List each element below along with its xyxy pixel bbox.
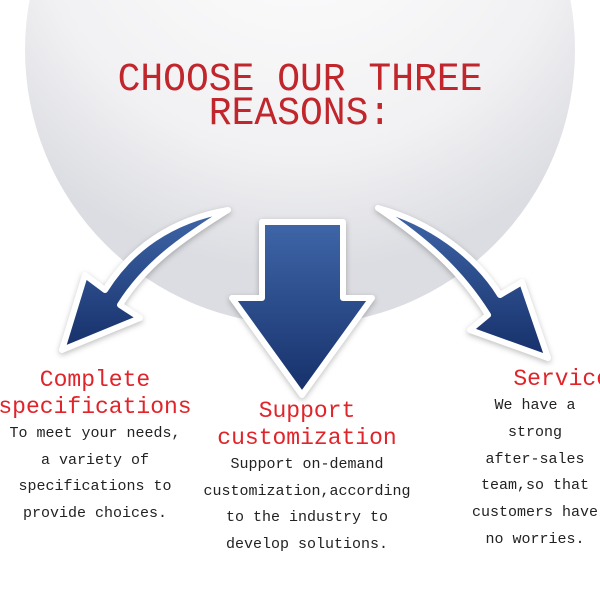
- reason-complete-specifications: Complete specifications To meet your nee…: [0, 367, 200, 528]
- reason-text: after-sales: [485, 450, 585, 468]
- arrow-down-icon: [229, 219, 375, 398]
- reason-text: strong: [507, 423, 562, 441]
- reason-text: Support on-demand: [230, 456, 384, 473]
- reason-text: no worries.: [485, 530, 585, 548]
- arrow-down-right-icon: [375, 205, 551, 361]
- reason-text: customers have: [471, 504, 599, 522]
- page-title: CHOOSE OUR THREE REASONS:: [15, 58, 585, 137]
- reason-text: a variety of: [40, 451, 150, 469]
- reason-text: customization,according: [203, 482, 411, 500]
- reason-text: We have a: [494, 397, 576, 414]
- reason-heading: specifications: [0, 394, 192, 420]
- reason-heading: Complete: [39, 367, 151, 393]
- title-line-2: REASONS:: [208, 92, 392, 137]
- title-line-1: CHOOSE OUR THREE: [117, 58, 483, 103]
- reason-text: specifications to: [18, 478, 172, 496]
- reason-heading: customization: [217, 425, 397, 451]
- reason-text: develop solutions.: [225, 536, 389, 554]
- reason-text: provide choices.: [22, 505, 168, 523]
- reason-support-customization: Support customization Support on-demand …: [197, 398, 417, 559]
- reason-service: Service We have a strong after-sales tea…: [460, 366, 600, 554]
- reason-text: to the industry to: [225, 509, 389, 527]
- reason-heading: Service: [513, 366, 600, 392]
- reason-heading: Support: [258, 398, 356, 424]
- arrow-down-left-icon: [59, 207, 231, 353]
- reason-text: To meet your needs,: [9, 425, 181, 442]
- reason-text: team,so that: [480, 477, 590, 495]
